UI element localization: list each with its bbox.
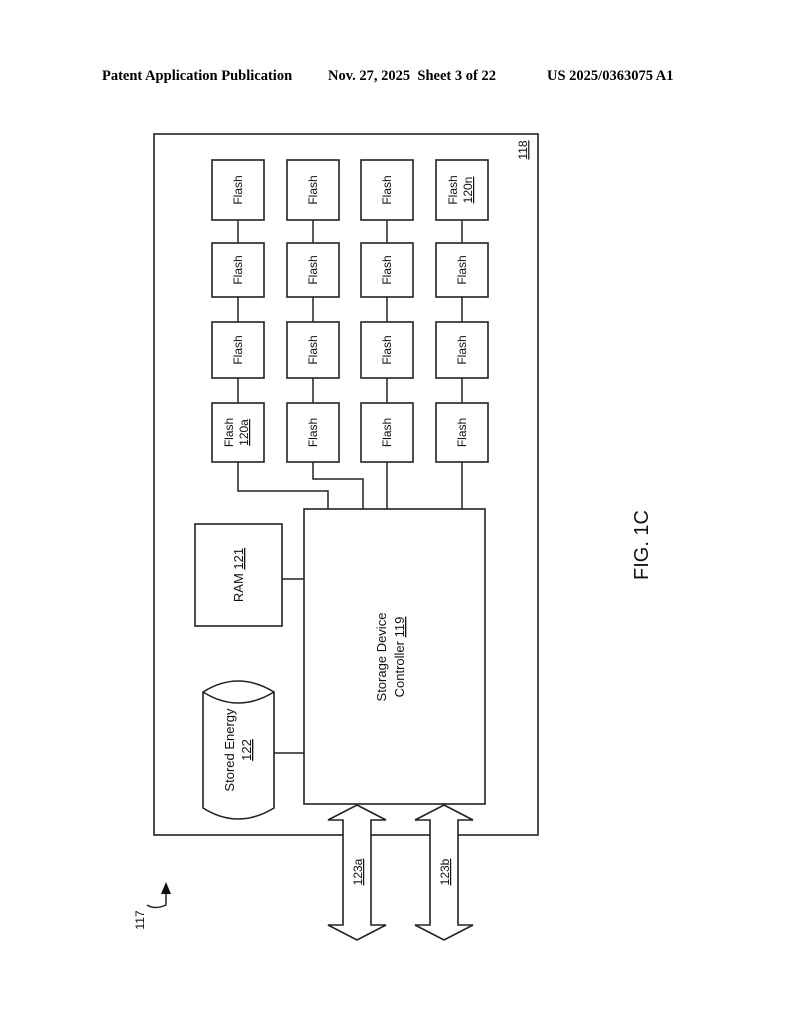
device-ref-118: 118 [516, 140, 530, 159]
flash-interconnect [237, 220, 463, 754]
flash-module [435, 242, 489, 298]
flash-label: Flash [231, 335, 245, 364]
stored-energy-cap [202, 691, 275, 704]
system-ref-117: 117 [133, 910, 147, 929]
flash-module [211, 402, 265, 463]
flash-module [286, 402, 340, 463]
flash-module [211, 159, 265, 221]
flash-module [360, 402, 414, 463]
ram-text: RAM [231, 573, 246, 602]
controller-label-line1: Storage Device [374, 613, 389, 702]
ram-ref: 121 [231, 548, 246, 570]
header-patent-number: US 2025/0363075 A1 [547, 68, 674, 84]
controller-label-text: Controller [392, 640, 407, 697]
flash-module [286, 321, 340, 379]
flash-label: Flash [306, 255, 320, 284]
flash-module [211, 242, 265, 298]
stored-energy-label: Stored Energy [222, 708, 237, 792]
flash-label: Flash [380, 418, 394, 447]
flash-label: Flash [380, 335, 394, 364]
flash-label: Flash [380, 255, 394, 284]
flash-module [360, 321, 414, 379]
flash-label: Flash [306, 335, 320, 364]
flash-label: Flash [455, 418, 469, 447]
flash-module [435, 159, 489, 221]
flash-module [286, 242, 340, 298]
flash-label: Flash [455, 255, 469, 284]
flash-ref: 120a [237, 419, 251, 446]
header-publication: Patent Application Publication [102, 68, 293, 84]
ref-117-leader [146, 886, 167, 909]
flash-module [435, 321, 489, 379]
bus-ref-123b: 123b [438, 858, 452, 885]
flash-module [360, 159, 414, 221]
ram-box [194, 523, 283, 627]
ram-label: RAM 121 [231, 548, 246, 602]
flash-label: Flash [231, 255, 245, 284]
flash-label: Flash [455, 335, 469, 364]
flash-module [286, 159, 340, 221]
flash-label: Flash [380, 175, 394, 204]
stored-energy-cylinder [202, 680, 275, 820]
flash-module [435, 402, 489, 463]
flash-module [211, 321, 265, 379]
stored-energy-ref: 122 [239, 739, 254, 761]
header-date-sheet: Nov. 27, 2025 Sheet 3 of 22 [328, 68, 496, 84]
flash-ref: 120n [461, 177, 475, 204]
figure-label: FIG. 1C [631, 510, 653, 580]
flash-module [360, 242, 414, 298]
storage-device-controller [303, 508, 486, 805]
bus-arrow-123a [327, 804, 387, 941]
controller-ref: 119 [392, 617, 407, 638]
bus-arrow-123b [414, 804, 474, 941]
controller-label-line2: Controller 119 [392, 617, 407, 698]
flash-label: Flash [222, 418, 236, 447]
flash-label: Flash [306, 175, 320, 204]
flash-label: Flash [231, 175, 245, 204]
flash-label: Flash [446, 175, 460, 204]
bus-ref-123a: 123a [351, 858, 365, 885]
flash-label: Flash [306, 418, 320, 447]
ref-117-arrowhead [161, 882, 171, 894]
